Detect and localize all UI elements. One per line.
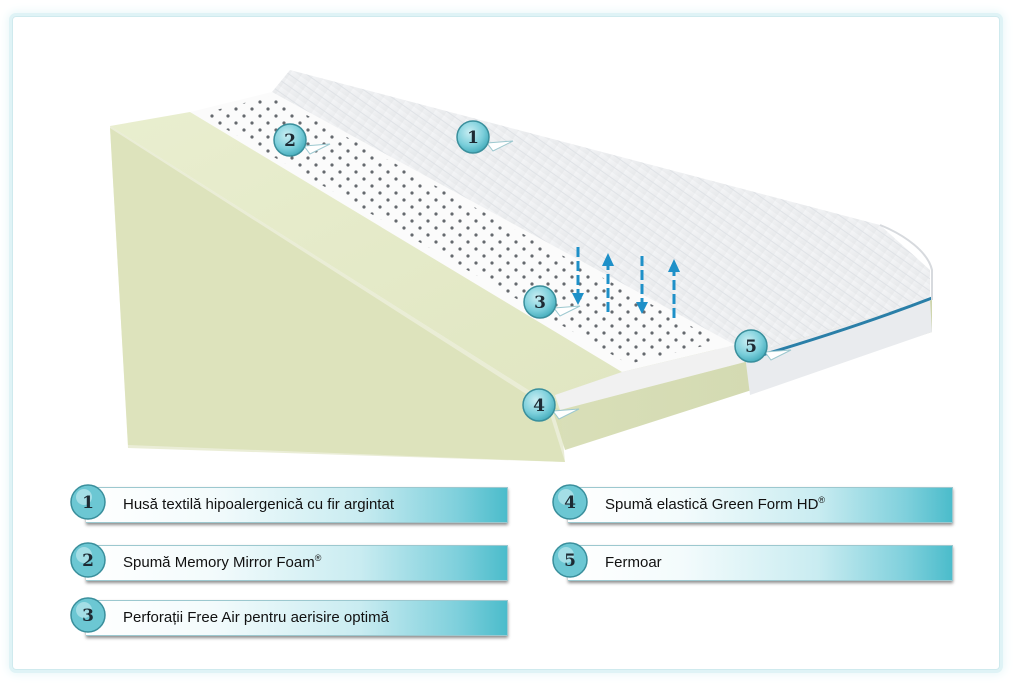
marker-1: 1 — [456, 120, 514, 154]
legend-item-1: 1 Husă textilă hipoalergenică cu fir arg… — [68, 482, 508, 526]
marker-3: 3 — [523, 285, 581, 319]
arrow-down-icon — [636, 256, 648, 314]
cover-top — [272, 70, 930, 355]
legend-item-2: 2 Spumă Memory Mirror Foam® — [68, 540, 508, 584]
svg-text:5: 5 — [745, 337, 757, 357]
number-badge-icon: 4 — [552, 484, 588, 520]
svg-text:5: 5 — [564, 551, 576, 571]
legend-label: Perforații Free Air pentru aerisire opti… — [123, 609, 389, 626]
svg-text:1: 1 — [82, 493, 94, 513]
image-frame — [12, 16, 1000, 670]
number-badge-icon: 1 — [70, 484, 106, 520]
legend-bar — [86, 600, 508, 636]
legend-bar — [568, 545, 953, 581]
svg-text:2: 2 — [284, 131, 296, 151]
legend-label: Spumă elastică Green Form HD® — [605, 495, 826, 513]
legend-label: Husă textilă hipoalergenică cu fir argin… — [123, 496, 394, 513]
memory-foam-front — [555, 345, 745, 410]
foam-base-edge — [110, 126, 565, 462]
svg-text:3: 3 — [82, 606, 94, 626]
number-badge-icon: 3 — [70, 597, 106, 633]
svg-text:4: 4 — [564, 493, 576, 513]
svg-text:1: 1 — [467, 128, 479, 148]
marker-5: 5 — [734, 329, 792, 363]
arrow-up-icon — [602, 253, 614, 312]
legend-bar — [86, 545, 508, 581]
legend-bar — [568, 487, 953, 523]
svg-text:4: 4 — [533, 396, 545, 416]
airflow-arrows — [572, 247, 680, 318]
legend-item-5: 5 Fermoar — [550, 540, 953, 584]
legend-item-3: 3 Perforații Free Air pentru aerisire op… — [68, 595, 508, 639]
marker-4: 4 — [522, 388, 580, 422]
legend-bar — [86, 487, 508, 523]
legend-label: Fermoar — [605, 554, 662, 571]
number-badge-icon: 2 — [70, 542, 106, 578]
legend-item-4: 4 Spumă elastică Green Form HD® — [550, 482, 953, 526]
number-badge-icon: 5 — [552, 542, 588, 578]
legend-label: Spumă Memory Mirror Foam® — [123, 553, 322, 571]
arrow-up-icon — [668, 259, 680, 318]
memory-foam-dots — [200, 96, 720, 364]
svg-text:3: 3 — [534, 293, 546, 313]
cover-front-band — [745, 300, 932, 395]
marker-2: 2 — [273, 123, 331, 157]
arrow-down-icon — [572, 247, 584, 305]
cover-corner — [879, 224, 933, 300]
svg-text:2: 2 — [82, 551, 94, 571]
